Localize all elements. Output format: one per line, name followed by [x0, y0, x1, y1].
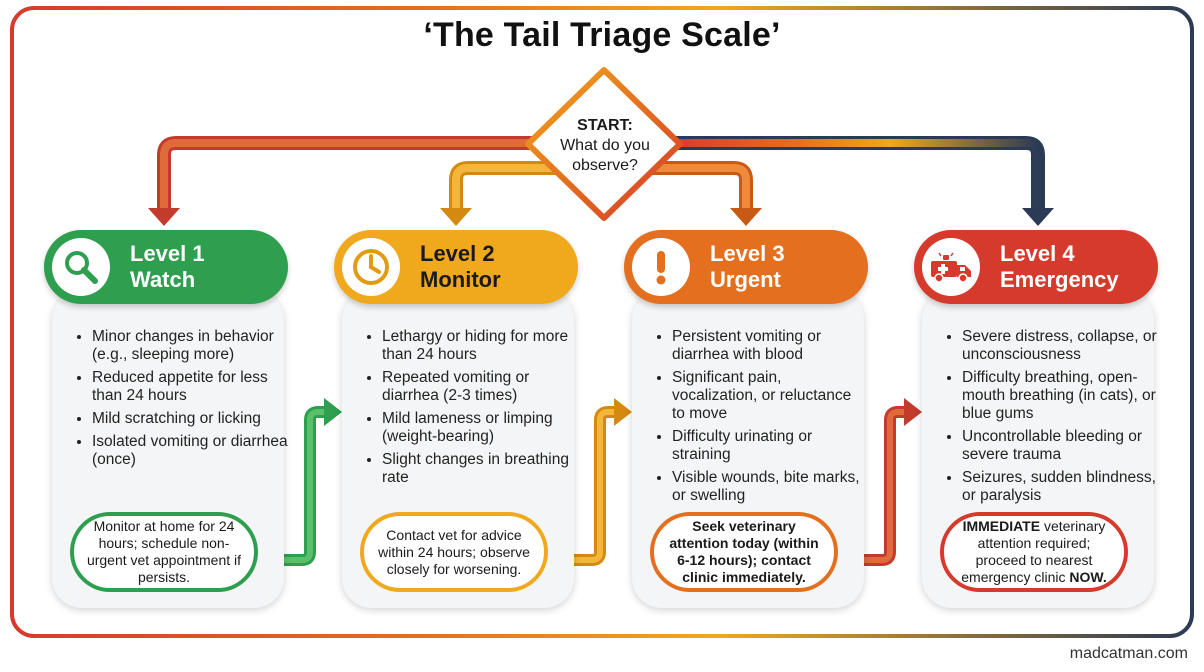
- page-title: ‘The Tail Triage Scale’: [423, 16, 781, 54]
- list-item: Visible wounds, bite marks, or swelling: [672, 469, 868, 505]
- start-question: What do you observe?: [560, 137, 650, 174]
- level-3-card: Persistent vomiting or diarrhea with blo…: [632, 290, 864, 608]
- arrow-to-level-3: [650, 161, 762, 226]
- level-name: Monitor: [420, 267, 501, 292]
- arrow-to-level-2: [440, 161, 560, 226]
- level-number: Level 1: [130, 241, 205, 266]
- level-name: Watch: [130, 267, 196, 292]
- start-label: START:: [577, 117, 633, 134]
- footer-link[interactable]: madcatman.com: [1069, 645, 1188, 662]
- level-4-bullets: Severe distress, collapse, or unconsciou…: [948, 328, 1158, 510]
- list-item: Mild lameness or limping (weight-bearing…: [382, 410, 578, 446]
- level-1-card: Minor changes in behavior (e.g., sleepin…: [52, 290, 288, 608]
- level-name: Emergency: [1000, 267, 1119, 292]
- level-4-action: IMMEDIATE veterinary attention required;…: [940, 512, 1128, 592]
- arrow-to-level-1: [148, 136, 545, 226]
- clock-icon: [342, 238, 400, 296]
- level-3-bullets: Persistent vomiting or diarrhea with blo…: [658, 328, 868, 510]
- level-name: Urgent: [710, 267, 781, 292]
- list-item: Mild scratching or licking: [92, 410, 288, 428]
- list-item: Repeated vomiting or diarrhea (2-3 times…: [382, 369, 578, 405]
- level-3-title: Level 3 Urgent: [710, 241, 785, 293]
- level-2-card: Lethargy or hiding for more than 24 hour…: [342, 290, 574, 608]
- action-text: veterinary attention required; proceed t…: [961, 518, 1106, 585]
- level-1-action: Monitor at home for 24 hours; schedule n…: [70, 512, 258, 592]
- outer-frame: [10, 6, 1194, 638]
- level-2-header: Level 2 Monitor: [334, 230, 578, 304]
- list-item: Uncontrollable bleeding or severe trauma: [962, 428, 1158, 464]
- action-emphasis-end: NOW.: [1069, 569, 1107, 585]
- level-4-title: Level 4 Emergency: [1000, 241, 1119, 293]
- level-3-header: Level 3 Urgent: [624, 230, 868, 304]
- level-number: Level 3: [710, 241, 785, 266]
- level-4-header: Level 4 Emergency: [914, 230, 1158, 304]
- level-3-action: Seek veterinary attention today (within …: [650, 512, 838, 592]
- level-1-title: Level 1 Watch: [130, 241, 205, 293]
- magnifier-icon: [52, 238, 110, 296]
- escalation-arrow-2: [572, 398, 632, 566]
- list-item: Reduced appetite for less than 24 hours: [92, 369, 288, 405]
- start-diamond: [525, 67, 683, 221]
- escalation-arrow-1: [282, 398, 342, 566]
- level-1-header: Level 1 Watch: [44, 230, 288, 304]
- escalation-arrow-3: [862, 398, 922, 566]
- list-item: Persistent vomiting or diarrhea with blo…: [672, 328, 868, 364]
- list-item: Seizures, sudden blindness, or paralysis: [962, 469, 1158, 505]
- level-2-title: Level 2 Monitor: [420, 241, 501, 293]
- list-item: Difficulty breathing, open-mouth breathi…: [962, 369, 1158, 423]
- start-node: START: What do you observe?: [540, 116, 670, 176]
- level-number: Level 2: [420, 241, 495, 266]
- action-emphasis: IMMEDIATE: [962, 518, 1041, 534]
- exclamation-icon: [632, 238, 690, 296]
- level-number: Level 4: [1000, 241, 1075, 266]
- level-4-card: Severe distress, collapse, or unconsciou…: [922, 290, 1157, 608]
- list-item: Significant pain, vocalization, or reluc…: [672, 369, 868, 423]
- level-1-bullets: Minor changes in behavior (e.g., sleepin…: [78, 328, 288, 474]
- list-item: Severe distress, collapse, or unconsciou…: [962, 328, 1158, 364]
- arrow-to-level-4: [668, 136, 1054, 226]
- level-2-bullets: Lethargy or hiding for more than 24 hour…: [368, 328, 578, 492]
- list-item: Isolated vomiting or diarrhea (once): [92, 433, 288, 469]
- list-item: Lethargy or hiding for more than 24 hour…: [382, 328, 578, 364]
- level-2-action: Contact vet for advice within 24 hours; …: [360, 512, 548, 592]
- list-item: Slight changes in breathing rate: [382, 451, 578, 487]
- list-item: Difficulty urinating or straining: [672, 428, 868, 464]
- ambulance-icon: [922, 238, 980, 296]
- list-item: Minor changes in behavior (e.g., sleepin…: [92, 328, 288, 364]
